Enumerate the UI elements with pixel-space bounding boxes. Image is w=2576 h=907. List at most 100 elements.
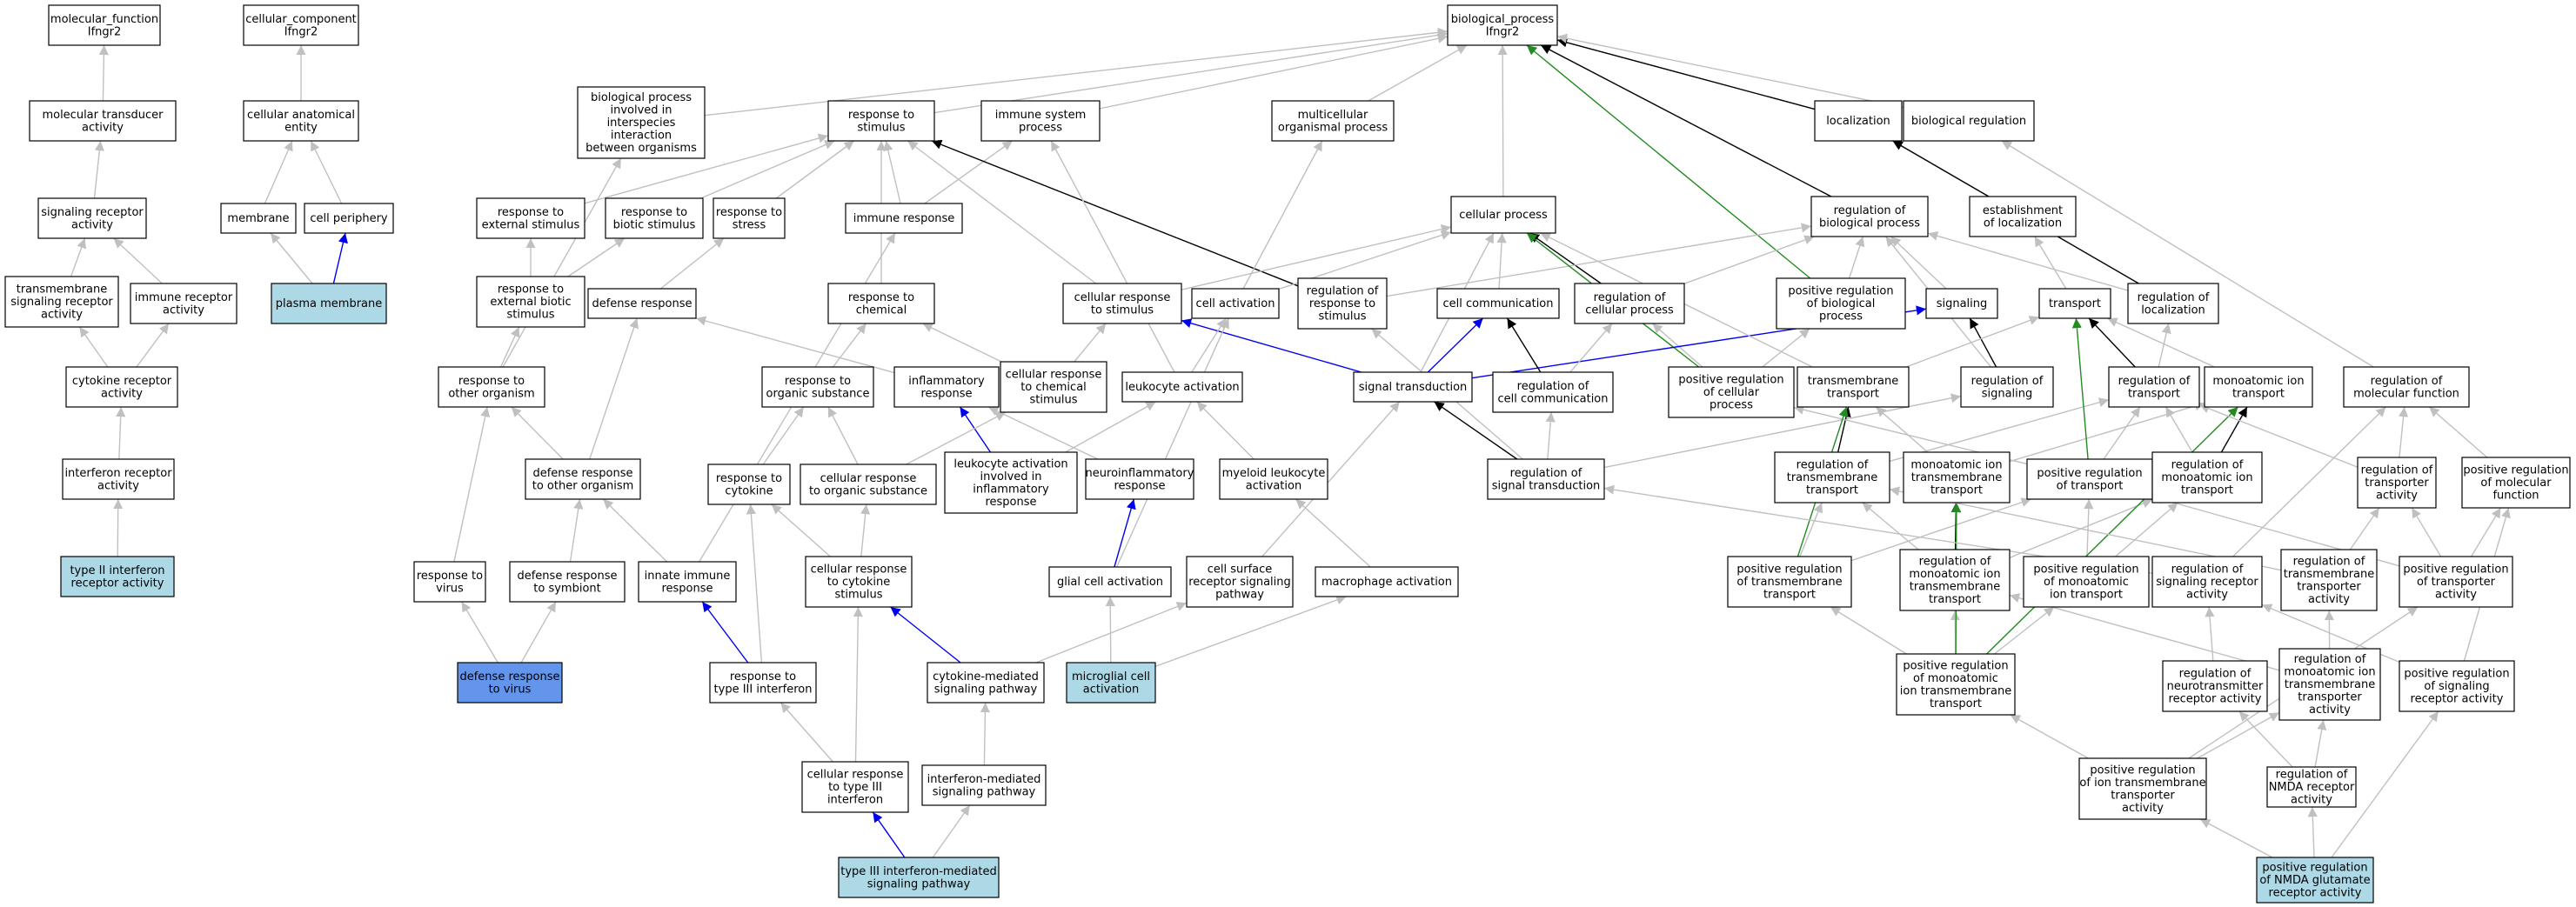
term-box — [827, 100, 935, 142]
term-node-tr[interactable]: transport — [2038, 288, 2111, 319]
term-node-la[interactable]: leukocyte activation — [1121, 371, 1243, 403]
term-node-cp[interactable]: cell periphery — [304, 203, 394, 234]
term-node-ca[interactable]: cell activation — [1191, 288, 1280, 319]
term-node-pm[interactable]: plasma membrane — [271, 283, 387, 324]
term-node-ir[interactable]: immune response — [845, 203, 963, 234]
term-node-breg[interactable]: biological regulation — [1903, 100, 2035, 142]
term-node-rtta[interactable]: regulation oftransmembranetransporteract… — [2280, 549, 2378, 611]
term-label: signal transduction — [1492, 479, 1601, 492]
term-node-cc2[interactable]: cell communication — [1436, 288, 1560, 319]
term-node-sig[interactable]: signaling — [1925, 288, 1998, 319]
term-label: biological_process — [1451, 13, 1555, 26]
term-node-ma[interactable]: macrophage activation — [1315, 566, 1459, 597]
term-node-mem[interactable]: membrane — [220, 203, 297, 234]
term-box — [2357, 457, 2437, 509]
term-label: cell activation — [1196, 297, 1275, 310]
term-node-cellp[interactable]: cellular process — [1450, 196, 1556, 234]
relation-edge-gray — [1050, 140, 1175, 373]
term-node-st[interactable]: signal transduction — [1353, 371, 1473, 403]
term-label: activity — [2309, 704, 2351, 717]
term-node-loc[interactable]: localization — [1814, 100, 1903, 142]
term-node-gca[interactable]: glial cell activation — [1048, 566, 1172, 597]
term-node-dr[interactable]: defense response — [587, 288, 697, 319]
relation-edge-gray — [1875, 406, 1929, 453]
